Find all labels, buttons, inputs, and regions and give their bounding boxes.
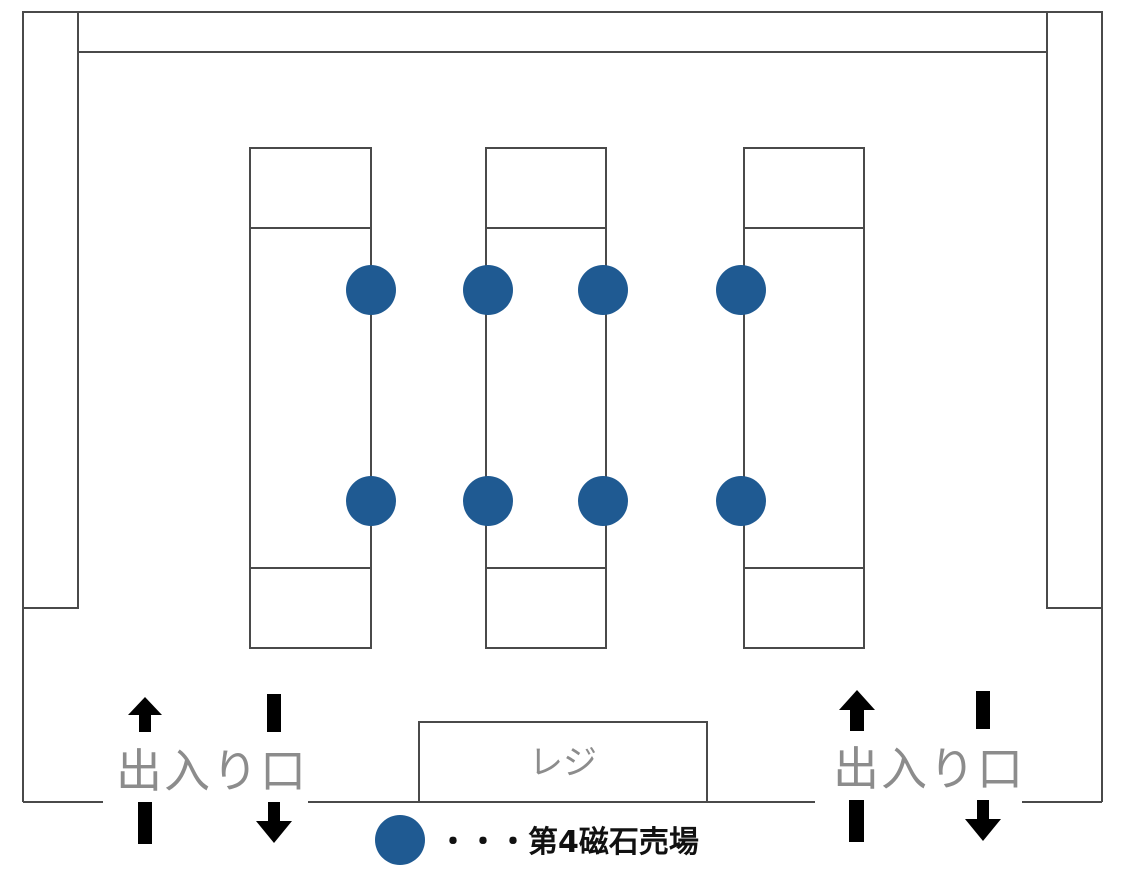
legend-marker — [375, 815, 425, 865]
register-label: レジ — [529, 743, 597, 783]
shelf-gondola-2 — [485, 147, 607, 649]
magnet-spot-marker — [346, 476, 396, 526]
legend: ・・・第4磁石売場 — [375, 815, 699, 865]
register-counter — [418, 721, 708, 803]
shelf-gondola-3 — [743, 147, 865, 649]
magnet-spot-marker — [716, 476, 766, 526]
left-wall-shelf — [22, 11, 79, 609]
entrance-out-arrow-icon — [256, 694, 292, 843]
magnet-spot-marker — [463, 476, 513, 526]
shelf-gondola-1 — [249, 147, 372, 649]
magnet-spot-marker — [716, 265, 766, 315]
right-entrance: 出入り口 — [833, 690, 1025, 842]
right-entrance-label: 出入り口 — [833, 742, 1025, 796]
left-entrance-label: 出入り口 — [116, 744, 308, 798]
entrance-in-arrow-icon — [128, 697, 162, 844]
legend-text: ・・・第4磁石売場 — [438, 825, 699, 860]
top-wall-shelf — [77, 11, 1049, 53]
magnet-spot-marker — [578, 265, 628, 315]
magnet-spot-marker — [578, 476, 628, 526]
entrance-out-arrow-icon — [965, 691, 1001, 841]
right-wall-shelf — [1046, 11, 1103, 609]
entrance-in-arrow-icon — [839, 690, 875, 842]
magnet-spot-marker — [346, 265, 396, 315]
left-entrance: 出入り口 — [116, 694, 308, 844]
magnet-spot-marker — [463, 265, 513, 315]
